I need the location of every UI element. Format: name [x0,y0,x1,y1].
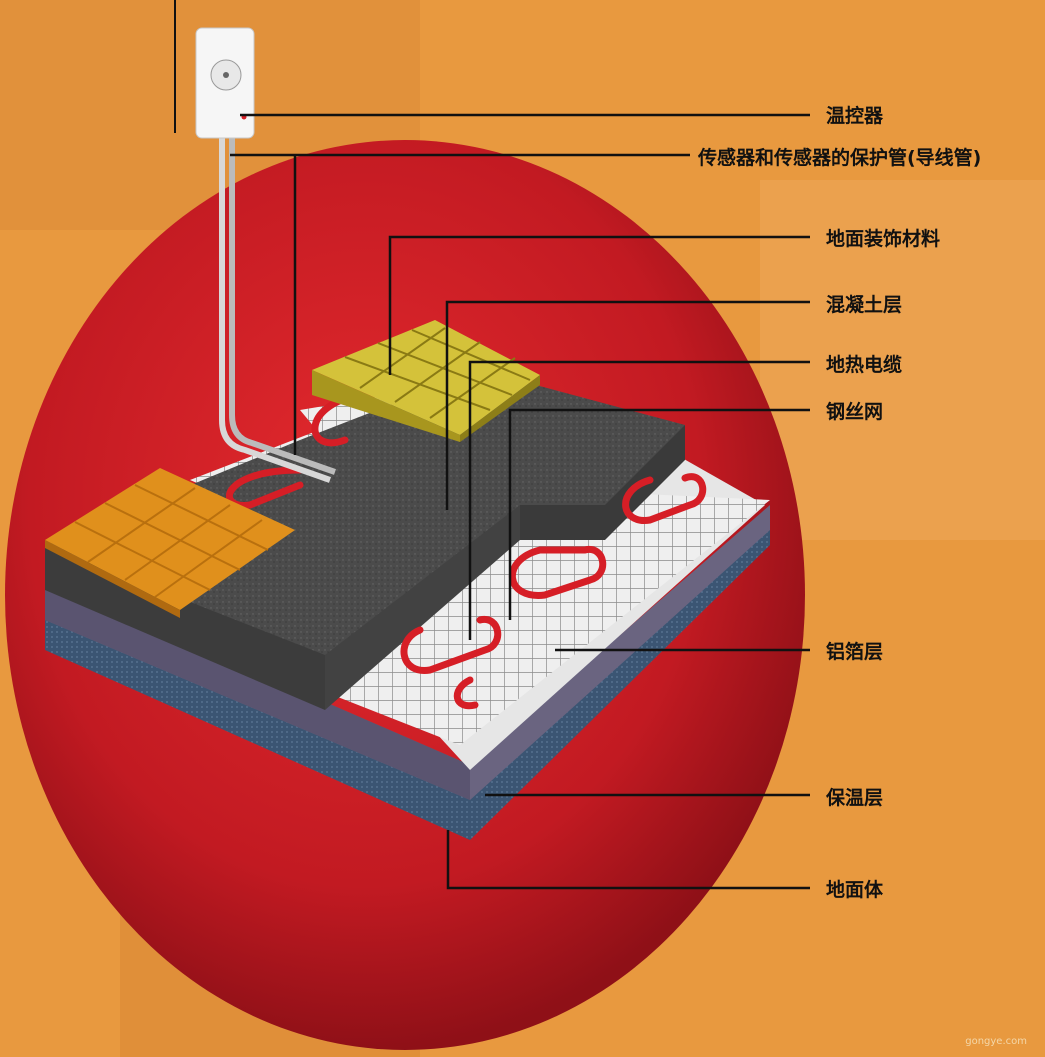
leader-concrete [445,300,810,510]
leader-mesh [508,408,810,620]
heating-cable [225,391,707,710]
label-floor-finish: 地面装饰材料 [826,228,941,250]
label-thermostat: 温控器 [826,105,884,127]
thermostat-device [195,27,255,139]
label-ground-base: 地面体 [826,879,884,901]
floor-finish-orange-tiles [45,468,295,618]
leader-lines [230,113,810,890]
label-steel-mesh: 钢丝网 [826,401,884,423]
sensor-pipe [219,135,336,483]
label-insulation: 保温层 [826,787,884,809]
label-aluminum-foil: 铝箔层 [826,641,884,663]
floor-finish-yellow-tiles [312,320,540,442]
label-concrete-layer: 混凝土层 [826,294,903,316]
leader-floor-finish [388,235,810,375]
leader-ground [446,830,810,890]
label-sensor-pipe: 传感器和传感器的保护管(导线管) [698,147,982,169]
leader-cable [468,360,810,640]
label-heating-cable: 地热电缆 [826,354,903,376]
watermark: gongye.com [965,1036,1027,1047]
